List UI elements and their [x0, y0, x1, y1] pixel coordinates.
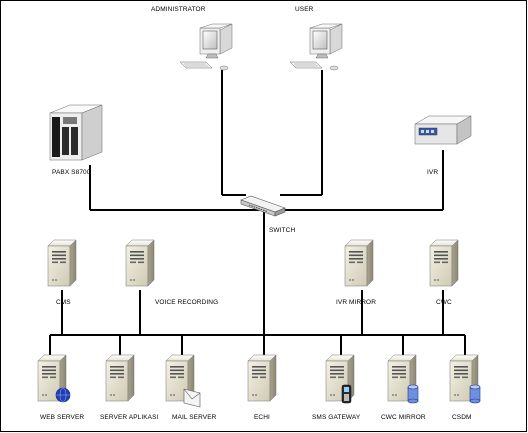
ivr-label: IVR: [427, 169, 439, 176]
cwc-label: CWC: [436, 299, 452, 306]
mail-server-label: MAIL SERVER: [172, 414, 217, 421]
ivr-mirror-label: IVR MIRROR: [336, 299, 376, 306]
server-aplikasi-label: SERVER APLIKASI: [100, 414, 159, 421]
web-server-label: WEB SERVER: [40, 414, 85, 421]
ivr-icon: [414, 115, 472, 145]
user-workstation-icon: [289, 23, 343, 71]
server-aplikasi-icon: [105, 354, 135, 402]
pabx-label: PABX S8700: [52, 169, 91, 176]
pabx-icon: [49, 104, 103, 161]
cms-label: CMS: [56, 299, 71, 306]
web-server-icon: [37, 354, 71, 403]
csdm-server-icon: [449, 354, 481, 404]
user-label: USER: [295, 6, 314, 13]
cwc-server-icon: [429, 239, 459, 287]
echi-server-icon: [247, 354, 277, 402]
sms-gateway-icon: [325, 354, 355, 404]
voice-recording-server-icon: [125, 239, 155, 287]
connection-lines: [49, 70, 466, 355]
csdm-label: CSDM: [452, 414, 472, 421]
cwc-mirror-server-icon: [387, 354, 419, 404]
administrator-workstation-icon: [179, 23, 233, 71]
sms-gateway-label: SMS GATEWAY: [312, 414, 361, 421]
cwc-mirror-label: CWC MIRROR: [381, 414, 426, 421]
voice-recording-label: VOICE RECORDING: [155, 299, 219, 306]
echi-label: ECHI: [254, 414, 270, 421]
administrator-label: ADMINISTRATOR: [151, 6, 206, 13]
switch-label: SWITCH: [269, 227, 296, 234]
cms-server-icon: [47, 239, 77, 287]
mail-server-icon: [165, 354, 201, 408]
switch-icon: [240, 195, 286, 217]
ivr-mirror-server-icon: [344, 239, 374, 287]
